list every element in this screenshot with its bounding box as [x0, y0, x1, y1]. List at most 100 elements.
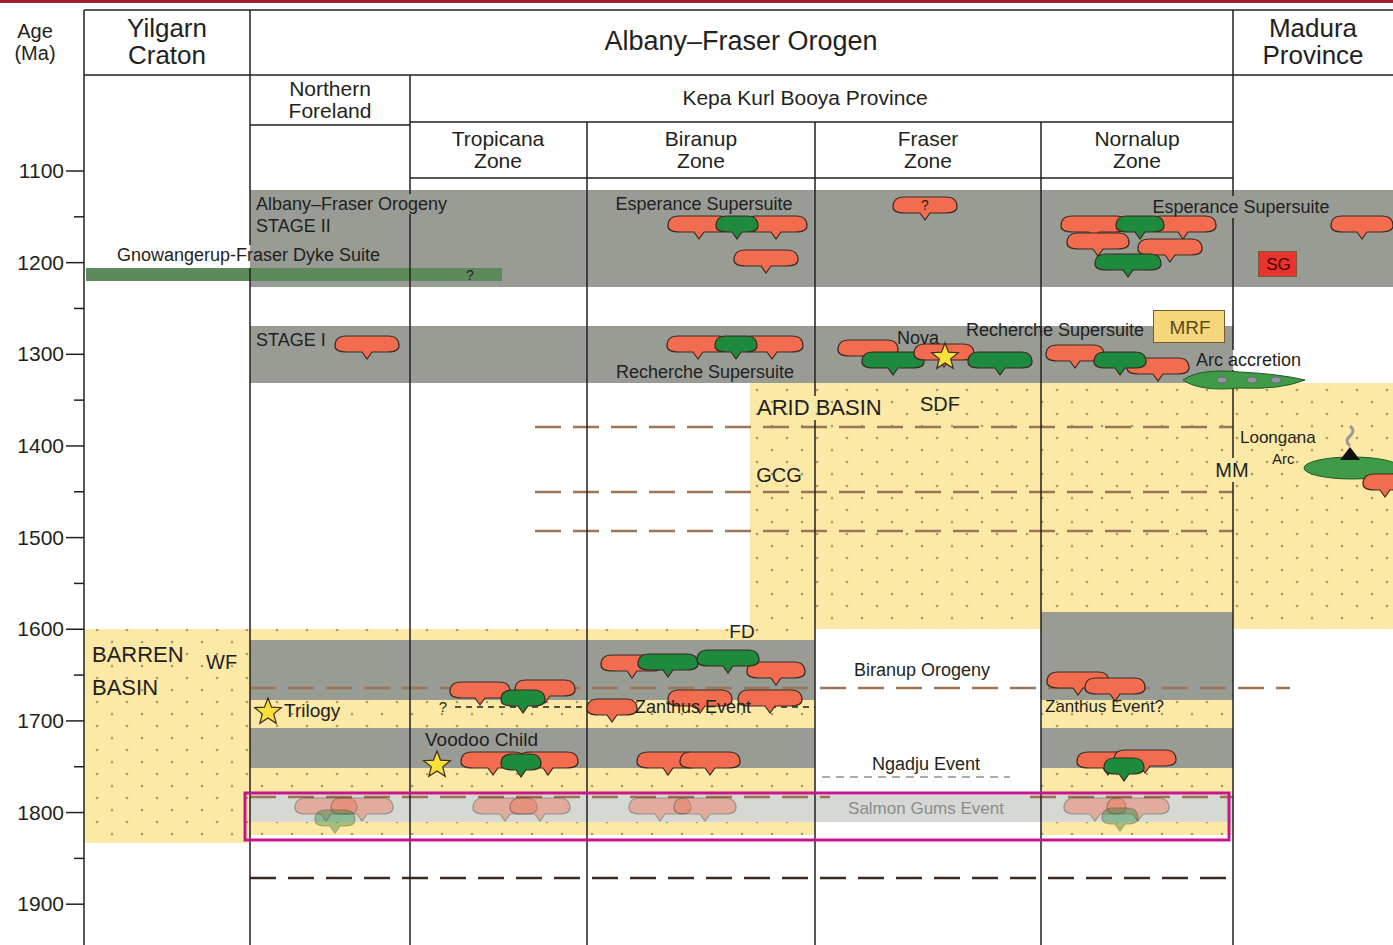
- axis-tick: [74, 583, 84, 585]
- axis-tick: [66, 170, 84, 172]
- grid-line: [409, 214, 411, 945]
- zone-header: Tropicana Zone: [410, 122, 587, 178]
- axis-tick: [74, 766, 84, 768]
- axis-tick: [66, 720, 84, 722]
- pluton-symbol: [638, 654, 698, 677]
- pluton-symbol: [1104, 758, 1144, 781]
- node-text: STAGE I: [256, 330, 326, 351]
- node-text: Recherche Supersuite: [966, 320, 1144, 341]
- node-text: Arc: [1272, 450, 1295, 467]
- axis-label: 1200: [17, 251, 64, 274]
- accretion-fragment: [1247, 377, 1257, 383]
- deposit-star: [424, 751, 451, 776]
- axis-tick: [74, 491, 84, 493]
- annotation-label: ?: [466, 268, 474, 283]
- axis-tick: [66, 537, 84, 539]
- grid-line: [249, 10, 251, 245]
- accretion-fragment: [1271, 377, 1281, 383]
- grid-line: [84, 9, 1393, 11]
- node-text: Biranup Orogeny: [854, 660, 990, 681]
- axis-label: 1800: [17, 801, 64, 824]
- node-text: Loongana: [1240, 428, 1316, 448]
- grid-line: [410, 121, 1233, 123]
- zone-header: Nornalup Zone: [1041, 122, 1233, 178]
- axis-label: 1900: [17, 893, 64, 916]
- grid-line: [410, 177, 1233, 179]
- pluton-symbol: [501, 754, 541, 777]
- pluton-symbol: [697, 650, 759, 673]
- event-band: Salmon Gums Event: [250, 793, 1233, 823]
- pluton-symbol: [968, 352, 1032, 375]
- node-text: Tropicana Zone: [452, 128, 545, 172]
- axis-tick: [66, 629, 84, 631]
- axis-tick: [74, 308, 84, 310]
- node-text: SDF: [920, 393, 960, 416]
- axis-label: 1600: [17, 618, 64, 641]
- node-text: Esperance Supersuite: [1152, 197, 1329, 218]
- node-text: MRF: [1169, 317, 1210, 339]
- node-text: BARREN BASIN: [92, 638, 184, 704]
- pluton-symbol: [1102, 808, 1138, 831]
- column-header: Madura Province: [1233, 10, 1393, 75]
- grid-line: [1232, 10, 1234, 196]
- zone-header: Biranup Zone: [587, 122, 815, 178]
- node-text: Yilgarn Craton: [127, 15, 207, 70]
- axis-tick: [74, 674, 84, 676]
- annotation-label: Voodoo Child: [425, 730, 538, 751]
- basin-strip: [250, 768, 815, 795]
- annotation-label: ?: [921, 198, 929, 213]
- pluton-symbol: [674, 798, 736, 821]
- dashed-line: [535, 426, 1233, 429]
- node-text: Zanthus Event: [635, 697, 751, 718]
- orogeny-band: Albany–Fraser OrogenySTAGE IIEsperance S…: [250, 190, 1393, 287]
- pluton-symbol: [1067, 233, 1129, 256]
- axis-label: 1300: [17, 343, 64, 366]
- axis-tick: [74, 216, 84, 218]
- node-text: MM: [1215, 459, 1248, 482]
- axis-label: 1700: [17, 709, 64, 732]
- unit-box: SG: [1258, 251, 1297, 277]
- basin-fill: [750, 383, 1393, 629]
- annotation-label: Trilogy: [284, 701, 340, 722]
- top-rule: [0, 0, 1393, 3]
- axis-label: 1400: [17, 434, 64, 457]
- dashed-line: [250, 877, 1233, 880]
- pluton-symbol: [747, 662, 805, 685]
- axis-tick: [66, 903, 84, 905]
- basin-region: ARID BASIN SDF GCG MM LoonganaArc: [750, 383, 1393, 629]
- node-text: Arc accretion: [1196, 350, 1301, 371]
- node-text: ARID BASIN: [757, 395, 882, 420]
- event-band: [250, 795, 1233, 822]
- deposit-star: [255, 698, 282, 723]
- node-text: Nova: [897, 328, 939, 349]
- pluton-symbol: [1094, 352, 1146, 375]
- pluton-symbol: [1331, 216, 1393, 239]
- unit-box: MRF: [1153, 310, 1225, 343]
- pluton-symbol: [734, 250, 798, 273]
- node-text: WF: [206, 651, 237, 674]
- column-header: Yilgarn Craton: [84, 10, 250, 75]
- node-text: GCG: [756, 464, 802, 487]
- grid-line: [250, 124, 410, 126]
- axis-tick: [66, 812, 84, 814]
- pluton-symbol: [335, 336, 399, 359]
- pluton-symbol: [501, 690, 545, 713]
- grid-line: [84, 74, 1393, 76]
- pluton-symbol: [315, 810, 355, 833]
- dyke-bar: [86, 268, 502, 281]
- event-band: Ngadju Event: [250, 728, 1233, 778]
- axis-tick: [74, 858, 84, 860]
- volcano-cone: [1340, 447, 1360, 460]
- axis-label: 1500: [17, 526, 64, 549]
- pluton-symbol: [715, 336, 757, 359]
- accretion-belt: [1183, 371, 1305, 389]
- node-text: Fraser Zone: [898, 128, 959, 172]
- axis-tick: [66, 445, 84, 447]
- pluton-symbol: [1095, 254, 1161, 277]
- node-text: Madura Province: [1262, 15, 1363, 70]
- node-text: Albany–Fraser Orogeny: [256, 194, 447, 215]
- node-text: Albany–Fraser Orogen: [604, 26, 877, 57]
- grid-line: [83, 10, 85, 945]
- pluton-symbol: [716, 216, 758, 239]
- node-text: Ngadju Event: [872, 754, 980, 775]
